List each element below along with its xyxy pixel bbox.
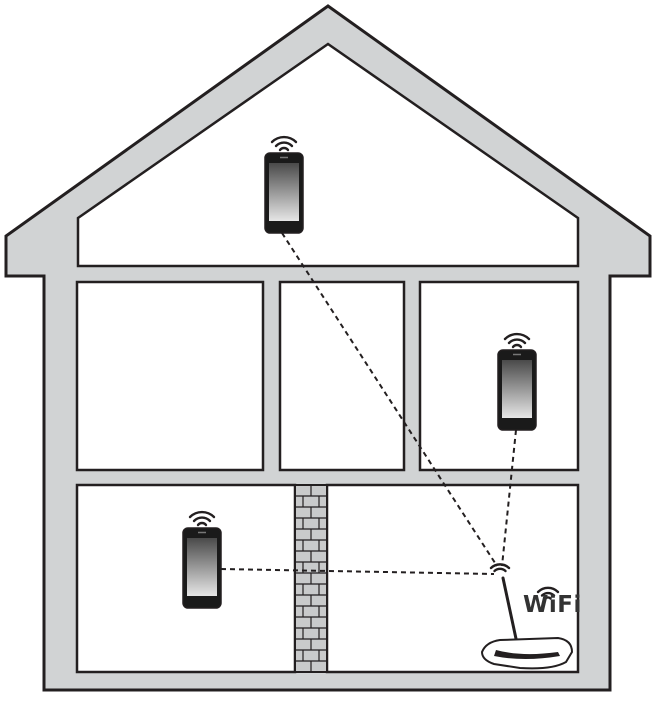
- room-middle-left: [77, 282, 263, 470]
- left-room-phone: [183, 528, 221, 608]
- brick-wall: [295, 485, 327, 672]
- wifi-label: WiFi: [523, 590, 587, 620]
- room-middle-center: [280, 282, 404, 470]
- attic-phone: [265, 153, 303, 233]
- right-room-phone: [498, 350, 536, 430]
